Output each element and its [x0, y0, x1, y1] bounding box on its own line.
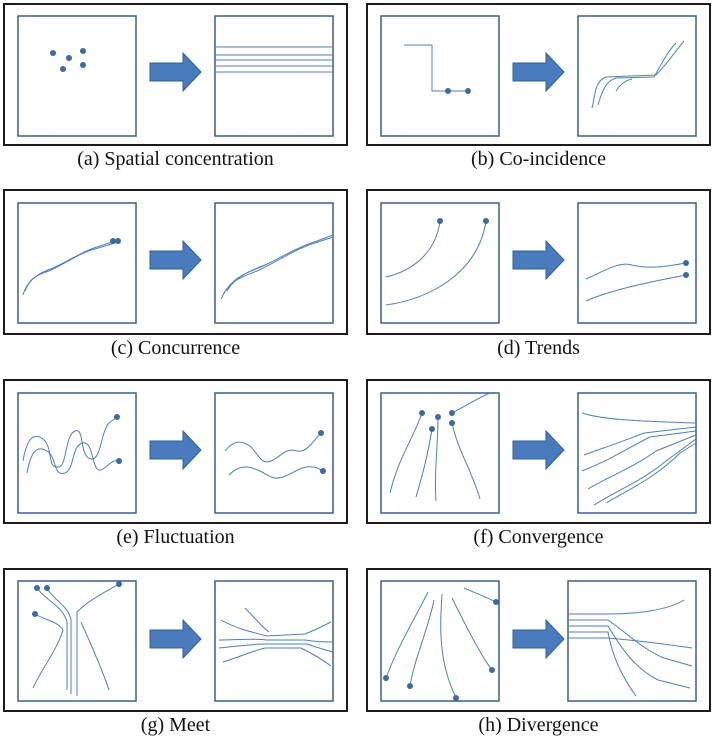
- before-frame: [17, 15, 137, 137]
- converging-curves: [389, 392, 491, 502]
- point: [437, 218, 443, 224]
- before-frame: [17, 580, 137, 702]
- meeting-points: [32, 581, 122, 617]
- meeting-curves: [32, 583, 120, 696]
- caption-e: (e) Fluctuation: [116, 526, 235, 548]
- curve-bundle: [22, 240, 116, 296]
- panel-d-graphic: [380, 202, 697, 324]
- point: [465, 88, 471, 94]
- panel-g: [3, 568, 348, 712]
- trend-curves: [385, 220, 487, 306]
- before-frame: [380, 202, 500, 324]
- point: [683, 272, 689, 278]
- point-cluster: [50, 48, 86, 72]
- before-frame: [380, 580, 500, 702]
- panel-h: [366, 568, 711, 712]
- curve-bundle: [220, 234, 334, 300]
- transform-arrow-icon: [149, 239, 202, 281]
- panel-e-graphic: [17, 392, 334, 514]
- caption-f: (f) Convergence: [473, 526, 604, 548]
- caption-a: (a) Spatial concentration: [77, 148, 274, 170]
- meeting-curves: [218, 607, 334, 667]
- panel-e: [3, 379, 348, 524]
- panel-g-graphic: [17, 580, 334, 702]
- point: [116, 458, 122, 464]
- fluctuating-curves: [224, 432, 324, 479]
- caption-b: (b) Co-incidence: [471, 148, 606, 170]
- before-frame: [17, 392, 137, 514]
- transform-arrow-icon: [149, 51, 202, 93]
- after-frame: [214, 580, 334, 702]
- caption-c: (c) Concurrence: [110, 337, 241, 359]
- panel-b-graphic: [380, 15, 697, 137]
- panel-a: [3, 3, 348, 146]
- point: [320, 468, 326, 474]
- transform-arrow-icon: [149, 618, 202, 660]
- after-frame: [214, 15, 334, 137]
- curve-bundle: [591, 40, 685, 109]
- before-frame: [380, 15, 500, 137]
- panel-b: [366, 3, 711, 146]
- point: [114, 414, 120, 420]
- transform-arrow-icon: [149, 429, 202, 471]
- point: [683, 260, 689, 266]
- transform-arrow-icon: [512, 51, 565, 93]
- after-frame: [214, 392, 334, 514]
- caption-g: (g) Meet: [140, 714, 211, 736]
- panel-d: [366, 189, 711, 335]
- diverging-curves: [385, 587, 497, 699]
- after-frame: [577, 202, 697, 324]
- after-frame: [214, 202, 334, 324]
- trajectory-line: [404, 44, 468, 92]
- panel-h-graphic: [380, 580, 697, 702]
- caption-d: (d) Trends: [497, 337, 580, 359]
- before-frame: [380, 392, 500, 514]
- diverging-curves: [568, 599, 693, 697]
- trend-curves: [585, 262, 687, 302]
- point: [110, 238, 116, 244]
- converging-curves: [581, 412, 697, 506]
- point: [318, 430, 324, 436]
- panel-c-graphic: [17, 202, 334, 324]
- transform-arrow-icon: [512, 429, 565, 471]
- parallel-lines: [215, 46, 333, 73]
- convergence-points: [419, 410, 455, 432]
- panel-c: [3, 189, 348, 335]
- point: [445, 88, 451, 94]
- caption-h: (h) Divergence: [478, 714, 599, 736]
- transform-arrow-icon: [512, 618, 565, 660]
- panel-a-graphic: [17, 15, 334, 137]
- panel-f: [366, 379, 711, 524]
- after-frame: [577, 15, 697, 137]
- after-frame: [577, 392, 697, 514]
- point: [115, 238, 121, 244]
- after-frame: [567, 580, 697, 702]
- fluctuating-curves: [22, 416, 120, 474]
- point: [483, 218, 489, 224]
- before-frame: [17, 202, 137, 324]
- panel-f-graphic: [380, 392, 697, 514]
- divergence-points: [383, 599, 499, 701]
- transform-arrow-icon: [512, 239, 565, 281]
